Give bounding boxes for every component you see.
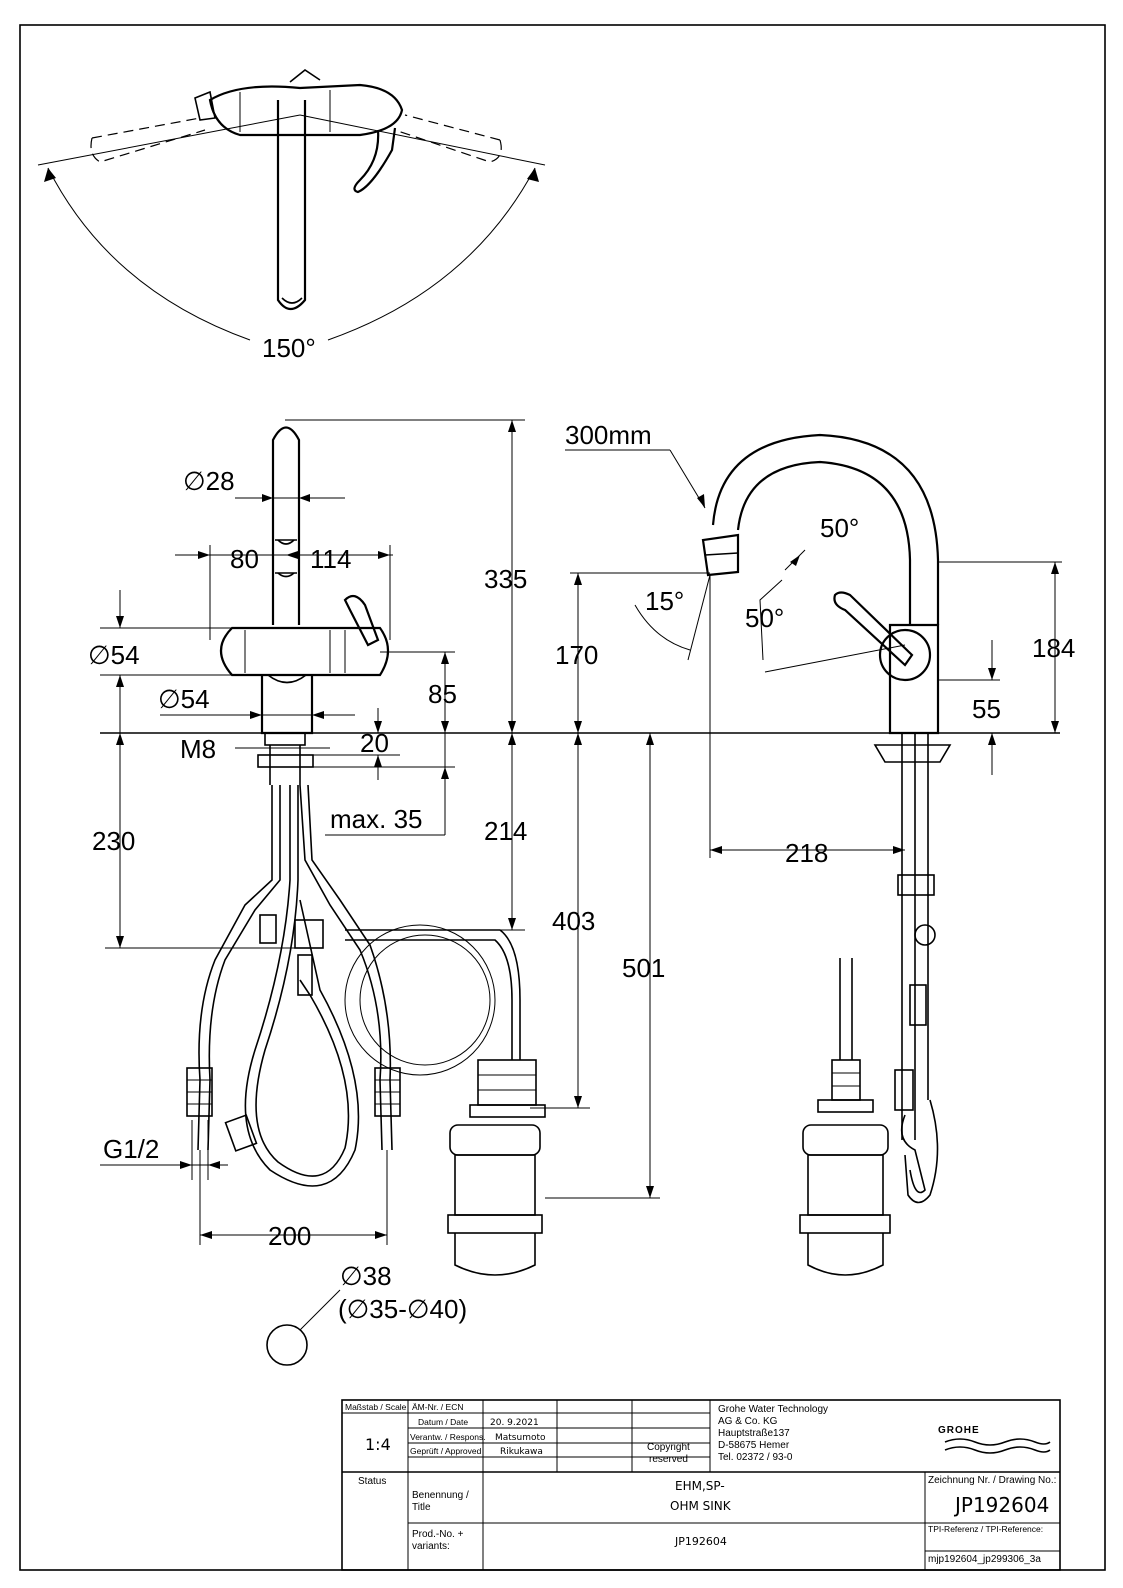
dim-403: 403 bbox=[552, 906, 595, 936]
dim-218: 218 bbox=[785, 838, 828, 868]
dim-200: 200 bbox=[268, 1221, 311, 1251]
dim-hole-diameter: ∅38 bbox=[340, 1261, 392, 1291]
dim-335: 335 bbox=[484, 564, 527, 594]
swivel-arc bbox=[47, 167, 251, 341]
copyright-line1: Copyright bbox=[647, 1442, 690, 1453]
prod-label-2: variants: bbox=[412, 1541, 450, 1552]
scale-label: Maßstab / Scale bbox=[345, 1402, 407, 1412]
front-view: 335 ∅28 80 114 ∅54 ∅54 85 M8 bbox=[88, 419, 1060, 1366]
prod-value: JP192604 bbox=[674, 1535, 727, 1548]
side-body bbox=[888, 623, 940, 735]
dim-80: 80 bbox=[230, 544, 259, 574]
dim-55: 55 bbox=[972, 694, 1001, 724]
title-label-2: Title bbox=[412, 1502, 431, 1513]
company-line4: D-58675 Hemer bbox=[718, 1440, 790, 1451]
status-label: Status bbox=[358, 1476, 386, 1487]
title-value-2: OHM SINK bbox=[670, 1499, 732, 1513]
dim-max-35: max. 35 bbox=[330, 804, 423, 834]
grohe-logo: GROHE bbox=[938, 1425, 1051, 1454]
faucet-body-top bbox=[208, 83, 404, 137]
dim-20: 20 bbox=[360, 728, 389, 758]
lever bbox=[343, 594, 380, 647]
dim-501: 501 bbox=[622, 953, 665, 983]
drawing-no-label: Zeichnung Nr. / Drawing No.: bbox=[928, 1475, 1056, 1486]
dim-pullout-length: 300mm bbox=[565, 420, 652, 450]
drawing-frame bbox=[19, 24, 1106, 1571]
dim-angle-15: 15° bbox=[645, 586, 684, 616]
dim-184: 184 bbox=[1032, 633, 1075, 663]
dim-angle-50-lower: 50° bbox=[745, 603, 784, 633]
title-value-1: EHM,SP- bbox=[675, 1479, 725, 1493]
company-line5: Tel. 02372 / 93-0 bbox=[718, 1452, 793, 1463]
tpi-value: mjp192604_jp299306_3a bbox=[928, 1554, 1041, 1565]
tpi-label: TPI-Referenz / TPI-Reference: bbox=[928, 1524, 1043, 1534]
mounting-hole bbox=[266, 1324, 308, 1366]
responsible-label: Verantw. / Respons. bbox=[410, 1432, 486, 1442]
date-value: 20. 9.2021 bbox=[490, 1418, 539, 1428]
arched-spout bbox=[711, 433, 940, 625]
dim-base-diameter: ∅54 bbox=[158, 684, 210, 714]
approved-label: Geprüft / Approved bbox=[410, 1446, 482, 1456]
approved-value: Rikukawa bbox=[500, 1447, 543, 1457]
dim-body-diameter: ∅54 bbox=[88, 640, 140, 670]
dim-thread: M8 bbox=[180, 734, 216, 764]
company-line1: Grohe Water Technology bbox=[718, 1404, 828, 1415]
dim-114: 114 bbox=[310, 544, 351, 574]
title-label-1: Benennung / bbox=[412, 1490, 469, 1501]
swivel-angle-label: 150° bbox=[262, 333, 316, 363]
date-label: Datum / Date bbox=[418, 1417, 468, 1427]
dim-connection: G1/2 bbox=[103, 1134, 159, 1164]
dim-hole-range: (∅35-∅40) bbox=[338, 1294, 467, 1324]
faucet-body bbox=[219, 626, 390, 677]
dim-spout-diameter: ∅28 bbox=[183, 466, 235, 496]
drawing-no-value: JP192604 bbox=[953, 1493, 1049, 1517]
dim-214: 214 bbox=[484, 816, 527, 846]
copyright-line2: reserved bbox=[649, 1454, 688, 1465]
prod-label-1: Prod.-No. + bbox=[412, 1529, 464, 1540]
dim-170: 170 bbox=[555, 640, 598, 670]
responsible-value: Matsumoto bbox=[495, 1433, 546, 1443]
dim-230: 230 bbox=[92, 826, 135, 856]
side-view: 300mm 15° 50° 50° 184 55 218 bbox=[565, 420, 1075, 1276]
company-line2: AG & Co. KG bbox=[718, 1416, 778, 1427]
scale-value: 1:4 bbox=[365, 1435, 391, 1454]
title-block: Maßstab / Scale 1:4 ÄM-Nr. / ECN Datum /… bbox=[341, 1399, 1061, 1571]
ecn-label: ÄM-Nr. / ECN bbox=[412, 1402, 463, 1412]
company-line3: Hauptstraße137 bbox=[718, 1428, 790, 1439]
dim-85: 85 bbox=[428, 679, 457, 709]
dim-angle-50-upper: 50° bbox=[820, 513, 859, 543]
svg-text:GROHE: GROHE bbox=[938, 1425, 980, 1436]
base bbox=[260, 675, 314, 735]
spout bbox=[271, 426, 301, 625]
top-view: 150° bbox=[37, 69, 546, 363]
